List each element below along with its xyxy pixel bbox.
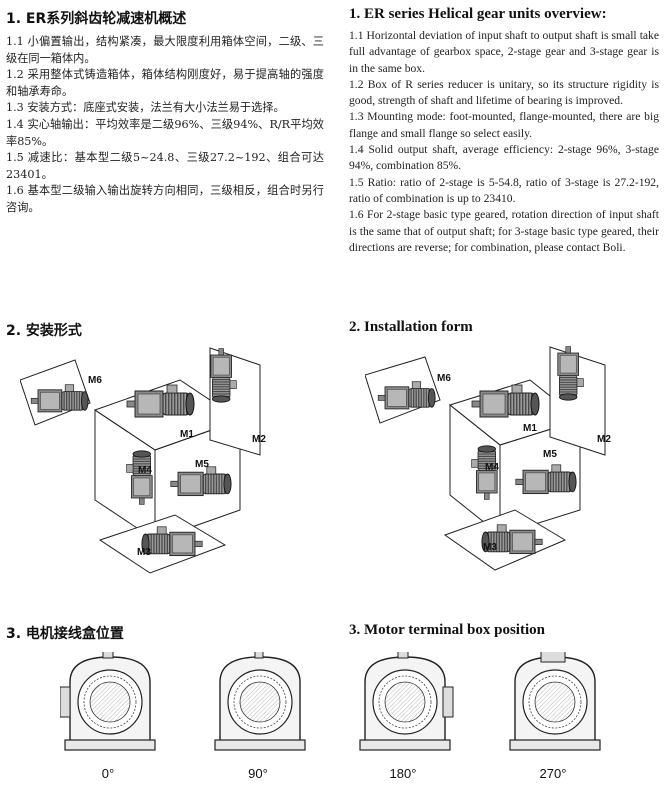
cn-paragraph-5: 1.5 减速比：基本型二级5~24.8、三级27.2~192、组合可达23401… [6, 151, 324, 181]
label-m3-en: M3 [483, 542, 497, 553]
label-m1: M1 [180, 429, 194, 440]
label-m6: M6 [88, 375, 102, 386]
section1-chinese: 1. ER系列斜齿轮减速机概述 1.1 小偏置输出，结构紧凑，最大限度利用箱体空… [6, 8, 324, 217]
gearmotor-m5-en [515, 464, 577, 495]
section1-cn-title: 1. ER系列斜齿轮减速机概述 [6, 11, 187, 27]
label-m2: M2 [252, 434, 266, 445]
section1-en-title: 1. ER series Helical gear units overview… [349, 6, 607, 22]
en-paragraph-4: 1.4 Solid output shaft, average efficien… [349, 143, 659, 173]
gearmotor-m1-en [471, 384, 540, 418]
angle-label-0: 0° [101, 766, 115, 781]
terminal-box-180 [359, 652, 454, 751]
section1-english: 1. ER series Helical gear units overview… [349, 6, 659, 256]
en-paragraph-6: 1.6 For 2-stage basic type geared, rotat… [349, 208, 659, 254]
installation-diagram-en: M1 M2 M3 M4 M5 M6 [365, 346, 611, 571]
en-paragraph-3: 1.3 Mounting mode: foot-mounted, flange-… [349, 110, 659, 140]
cn-paragraph-2: 1.2 采用整体式铸造箱体，箱体结构刚度好，易于提高轴的强度和轴承寿命。 [6, 68, 324, 98]
section2-cn-title: 2. 安装形式 [6, 323, 82, 339]
gearmotor-m5 [170, 466, 232, 497]
label-m4: M4 [138, 465, 152, 476]
label-m5: M5 [195, 459, 209, 470]
label-m2-en: M2 [597, 434, 611, 445]
section3-cn-title: 3. 电机接线盒位置 [6, 626, 124, 642]
terminal-box-270 [509, 652, 601, 751]
label-m3: M3 [137, 547, 151, 558]
angle-label-180: 180° [389, 766, 417, 781]
gearmotor-m1 [126, 384, 195, 418]
label-m6-en: M6 [437, 373, 451, 384]
cn-paragraph-6: 1.6 基本型二级输入输出旋转方向相同，三级相反，组合时另行咨询。 [6, 184, 324, 214]
angle-label-270: 270° [539, 766, 567, 781]
label-m4-en: M4 [485, 462, 499, 473]
en-paragraph-5: 1.5 Ratio: ratio of 2-stage is 5-54.8, r… [349, 175, 659, 205]
cn-paragraph-4: 1.4 实心轴输出：平均效率是二级96%、三级94%、R/R平均效率85%。 [6, 117, 324, 148]
terminal-box-90 [214, 652, 306, 751]
section3-en-title: 3. Motor terminal box position [349, 622, 545, 638]
label-m5-en: M5 [543, 449, 557, 460]
terminal-box-0 [60, 652, 156, 751]
label-m1-en: M1 [523, 423, 537, 434]
gearmotor-m4 [126, 450, 153, 505]
en-paragraph-2: 1.2 Box of R series reducer is unitary, … [349, 77, 659, 108]
angle-label-90: 90° [248, 766, 268, 781]
section2-en-title: 2. Installation form [349, 319, 473, 335]
cn-paragraph-1: 1.1 小偏置输出，结构紧凑，最大限度利用箱体空间，二级、三级在同一箱体内。 [6, 35, 324, 65]
installation-diagram-cn: M1 M2 M3 M4 M5 M6 [20, 347, 266, 574]
cn-paragraph-3: 1.3 安装方式：底座式安装，法兰有大小法兰易于选择。 [6, 101, 285, 115]
en-paragraph-1: 1.1 Horizontal deviation of input shaft … [349, 29, 659, 75]
